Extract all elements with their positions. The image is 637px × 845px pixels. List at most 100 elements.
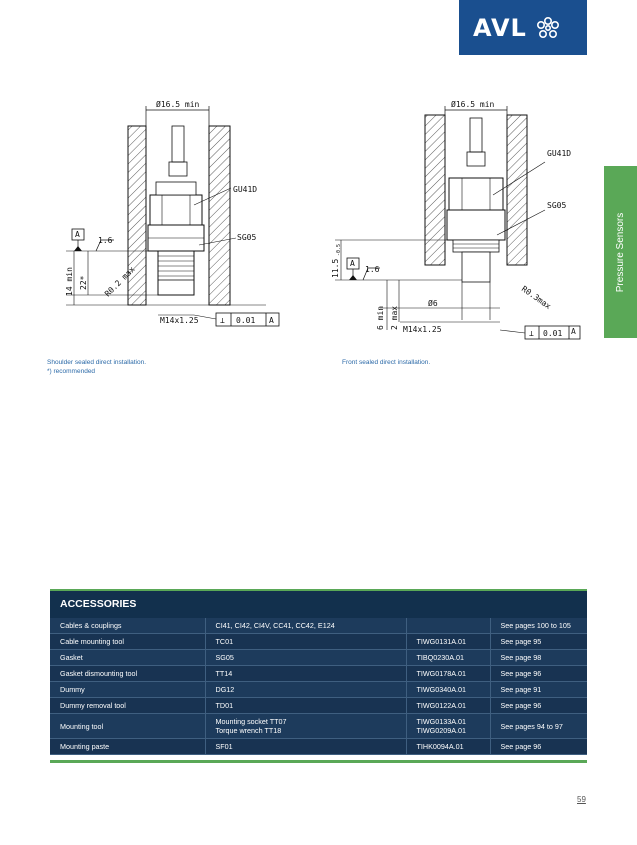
right-dim-115: 11.5	[331, 259, 340, 278]
accessory-page-cell: See pages 100 to 105	[490, 618, 587, 634]
accessory-name-cell-text: Cable mounting tool	[60, 637, 124, 646]
left-caption-line1: Shoulder sealed direct installation.	[47, 359, 147, 366]
accessory-name-cell-text: Mounting paste	[60, 742, 110, 751]
left-dim-22: 22*	[79, 275, 88, 290]
accessory-code-cell-text: TIWG0122A.01	[416, 701, 467, 710]
accessory-code-cell: TIWG0122A.01	[406, 697, 491, 714]
accessory-type-cell-text: CI41, CI42, CI4V, CC41, CC42, E124	[215, 621, 335, 630]
accessory-page-cell-text: See page 96	[500, 701, 542, 710]
accessory-name-cell: Mounting paste	[50, 738, 206, 755]
accessory-code-cell-text: TIBQ0230A.01	[416, 653, 465, 662]
accessory-page-cell-text: See page 98	[500, 653, 542, 662]
right-part-gu41d: GU41D	[547, 149, 571, 158]
accessory-type-cell-text: TD01	[215, 701, 234, 710]
accessory-name-cell: Dummy removal tool	[50, 697, 206, 714]
accessory-code-cell-text-line2: TIWG0209A.01	[416, 726, 467, 735]
accessory-code-cell-text: TIWG0133A.01	[416, 717, 467, 726]
right-caption: Front sealed direct installation.	[342, 358, 430, 367]
table-row: Dummy DG12 TIWG0340A.01 See page 91	[50, 681, 587, 698]
table-row: Gasket SG05 TIBQ0230A.01 See page 98	[50, 649, 587, 666]
accessory-page-cell-text: See page 96	[500, 669, 542, 678]
accessory-page-cell: See page 96	[490, 697, 587, 714]
left-thread: M14x1.25	[160, 316, 199, 325]
left-tolerance-symbol: ⊥	[220, 316, 225, 325]
brand-name: AVL	[473, 13, 527, 42]
left-installation-drawing: Ø16.5 min GU41D SG05 A 1.6 14 min 22* R0…	[65, 99, 280, 327]
accessory-type-cell-text: Mounting socket TT07	[215, 717, 287, 726]
left-datum-label: A	[75, 230, 80, 239]
right-radius: R0.3max	[520, 284, 553, 311]
accessory-page-cell-text: See pages 100 to 105	[500, 621, 571, 630]
accessory-type-cell-text: SG05	[215, 653, 234, 662]
accessory-type-cell: TD01	[205, 697, 407, 714]
accessory-type-cell: TT14	[205, 665, 407, 682]
accessory-type-cell: CI41, CI42, CI4V, CC41, CC42, E124	[205, 618, 407, 634]
accessory-name-cell-text: Mounting tool	[60, 721, 104, 731]
accessories-top-bar	[50, 589, 587, 591]
left-tolerance-datum: A	[269, 316, 274, 325]
left-tolerance-value: 0.01	[236, 316, 255, 325]
accessory-name-cell: Cables & couplings	[50, 618, 206, 634]
table-row: Dummy removal tool TD01 TIWG0122A.01 See pa…	[50, 697, 587, 714]
accessory-name-cell-text: Cables & couplings	[60, 621, 122, 630]
right-dim-115-tolerance: -0.5	[336, 244, 342, 256]
accessory-code-cell: TIWG0178A.01	[406, 665, 491, 682]
table-row: Gasket dismounting tool TT14 TIWG0178A.01 S…	[50, 665, 587, 682]
accessory-name-cell-text: Dummy removal tool	[60, 701, 126, 710]
right-tolerance-datum: A	[571, 327, 576, 336]
avl-logo: AVL	[459, 0, 587, 55]
accessory-name-cell-text: Gasket dismounting tool	[60, 669, 138, 678]
accessory-type-cell: SG05	[205, 649, 407, 666]
accessory-code-cell-text: TIWG0131A.01	[416, 637, 467, 646]
accessory-page-cell: See pages 94 to 97	[490, 713, 587, 739]
accessory-code-cell: TIWG0131A.01	[406, 633, 491, 650]
left-part-sg05: SG05	[237, 233, 256, 242]
right-roughness: 1.6	[365, 265, 380, 274]
accessory-page-cell-text: See page 91	[500, 685, 542, 694]
right-small-diameter: Ø6	[428, 298, 438, 308]
accessory-type-cell-text: SF01	[215, 742, 233, 751]
left-roughness: 1.6	[98, 236, 113, 245]
right-diameter-label: Ø16.5 min	[451, 99, 495, 109]
accessory-type-cell-text: TC01	[215, 637, 234, 646]
right-part-sg05: SG05	[547, 201, 566, 210]
accessory-name-cell: Cable mounting tool	[50, 633, 206, 650]
left-caption-line2: *) recommended	[47, 368, 96, 375]
left-caption: Shoulder sealed direct installation. *) …	[47, 358, 146, 376]
accessory-code-cell: TIHK0094A.01	[406, 738, 491, 755]
accessory-type-cell: TC01	[205, 633, 407, 650]
accessory-type-cell: DG12	[205, 681, 407, 698]
right-tolerance-symbol: ⊥	[529, 329, 534, 338]
right-datum-label: A	[350, 259, 355, 268]
right-caption-line1: Front sealed direct installation.	[342, 359, 431, 366]
right-thread: M14x1.25	[403, 325, 442, 334]
left-part-gu41d: GU41D	[233, 185, 257, 194]
page-number: 59	[577, 795, 586, 804]
accessories-bottom-bar	[50, 760, 587, 763]
accessory-page-cell: See page 96	[490, 738, 587, 755]
side-tab-label: Pressure Sensors	[615, 212, 627, 292]
right-tolerance-value: 0.01	[543, 329, 562, 338]
table-row: Mounting paste SF01 TIHK0094A.01 See page 9…	[50, 738, 587, 755]
table-row: Cables & couplings CI41, CI42, CI4V, CC41…	[50, 618, 587, 634]
side-tab-pressure-sensors[interactable]: Pressure Sensors	[604, 166, 637, 338]
accessory-name-cell: Gasket	[50, 649, 206, 666]
right-dim-6min: 6 min	[376, 306, 385, 330]
accessory-type-cell-text: TT14	[215, 669, 233, 678]
accessory-code-cell-text: TIWG0340A.01	[416, 685, 467, 694]
accessory-code-cell: TIWG0340A.01	[406, 681, 491, 698]
left-diameter-label: Ø16.5 min	[156, 99, 200, 109]
accessory-name-cell-text: Dummy	[60, 685, 85, 694]
accessory-page-cell-text: See pages 94 to 97	[500, 721, 563, 731]
accessory-type-cell: SF01	[205, 738, 407, 755]
accessory-page-cell: See page 96	[490, 665, 587, 682]
accessory-code-cell-text: TIWG0178A.01	[416, 669, 467, 678]
right-installation-drawing: Ø16.5 min GU41D SG05 11.5 -0.5 A 1.6 6 m…	[331, 99, 581, 340]
accessory-code-cell	[406, 618, 491, 634]
accessory-code-cell: TIBQ0230A.01	[406, 649, 491, 666]
accessory-page-cell-text: See page 96	[500, 742, 542, 751]
